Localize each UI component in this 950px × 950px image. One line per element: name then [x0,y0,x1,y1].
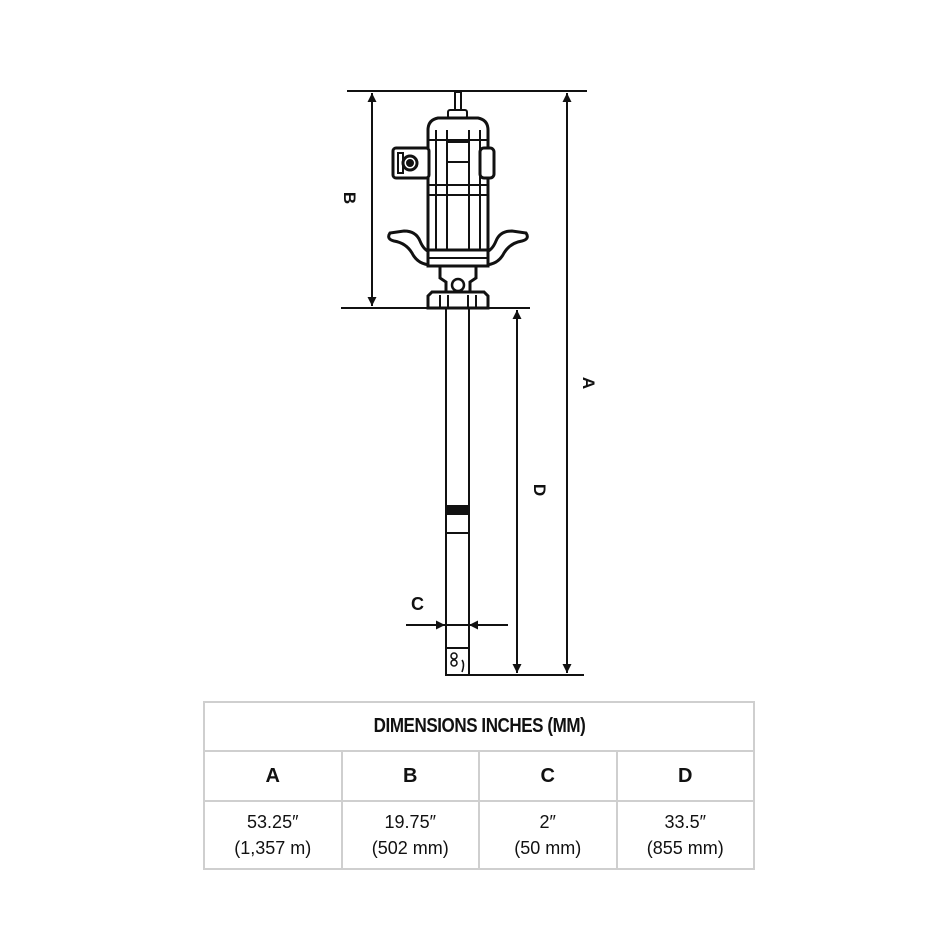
column-header-c: C [478,750,618,802]
value-cell-d: 33.5″ (855 mm) [615,800,755,870]
metric-value: (1,357 m) [234,838,312,858]
value-cell-a: 53.25″ (1,357 m) [203,800,343,870]
metric-value: (855 mm) [646,838,724,858]
metric-value: (502 mm) [371,838,449,858]
column-header-d: D [615,750,755,802]
table-header-row: A B C D [203,750,755,802]
inches-value: 2″ [539,812,556,832]
value-cell-b: 19.75″ (502 mm) [340,800,480,870]
inches-value: 19.75″ [384,812,436,832]
inches-value: 53.25″ [247,812,299,832]
metric-value: (50 mm) [514,838,582,858]
dimension-label-d: D [530,483,550,497]
dimension-label-a: A [579,376,599,390]
table-title: DIMENSIONS INCHES (MM) [203,701,755,752]
pump-dimension-drawing: B A D C [340,90,599,676]
value-cell-c: 2″ (50 mm) [478,800,618,870]
dimension-label-b: B [340,191,360,205]
table-row: 53.25″ (1,357 m) 19.75″ (502 mm) 2″ (50 mm)… [203,800,755,870]
inches-value: 33.5″ [664,812,706,832]
dimension-label-c: C [411,594,424,614]
pump-illustration [341,90,587,676]
dimensions-table: DIMENSIONS INCHES (MM) A B C D 53.25″ (1,… [203,701,755,870]
column-header-a: A [203,750,343,802]
column-header-b: B [340,750,480,802]
